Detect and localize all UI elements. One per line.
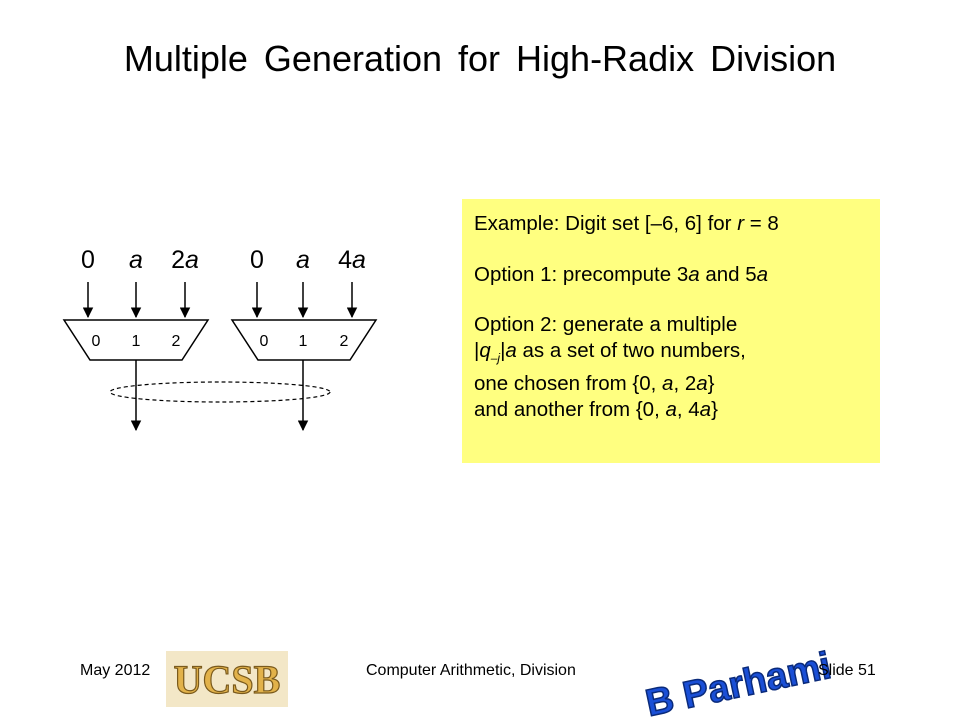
- note-option2-line2: |q–j|a as a set of two numbers,: [474, 338, 746, 365]
- mux-right-select-1: 1: [299, 333, 308, 350]
- svg-text:UCSB: UCSB: [174, 657, 281, 702]
- mux-right-body: [230, 319, 378, 361]
- footer-course: Computer Arithmetic, Division: [366, 662, 576, 679]
- parhami-logo: B Parhami: [641, 644, 835, 720]
- note-option2-line1: Option 2: generate a multiple: [474, 313, 738, 336]
- mux-left-input-1: a: [129, 246, 143, 274]
- mux-left-select-1: 1: [132, 333, 141, 350]
- output-group-ellipse: [109, 381, 331, 403]
- mux-right-input-0: 0: [250, 246, 264, 274]
- mux-left-select-2: 2: [172, 333, 181, 350]
- svg-text:B Parhami: B Parhami: [642, 645, 835, 720]
- mux-right-select-2: 2: [340, 333, 349, 350]
- footer-date: May 2012: [80, 662, 151, 679]
- slide-title: Multiple Generation for High-Radix Divis…: [123, 38, 837, 79]
- note-option2-line3: one chosen from {0, a, 2a}: [474, 372, 715, 396]
- example-note: Example: Digit set [–6, 6] for r = 8 Opt…: [462, 199, 880, 463]
- mux-right-select-0: 0: [260, 333, 269, 350]
- note-example: Example: Digit set [–6, 6] for r = 8: [474, 212, 779, 235]
- mux-right-input-1: a: [296, 246, 310, 274]
- mux-left-input-2: 2a: [171, 246, 199, 274]
- note-option2-line4: and another from {0, a, 4a}: [474, 397, 718, 421]
- footer-slide-number: Slide 51: [818, 662, 876, 679]
- ucsb-logo: UCSB: [166, 651, 288, 707]
- mux-left-select-0: 0: [92, 333, 101, 350]
- mux-left-body: [62, 319, 210, 361]
- mux-left-input-0: 0: [81, 246, 95, 274]
- note-option1: Option 1: precompute 3a and 5a: [474, 262, 769, 286]
- mux-right-input-2: 4a: [338, 246, 366, 274]
